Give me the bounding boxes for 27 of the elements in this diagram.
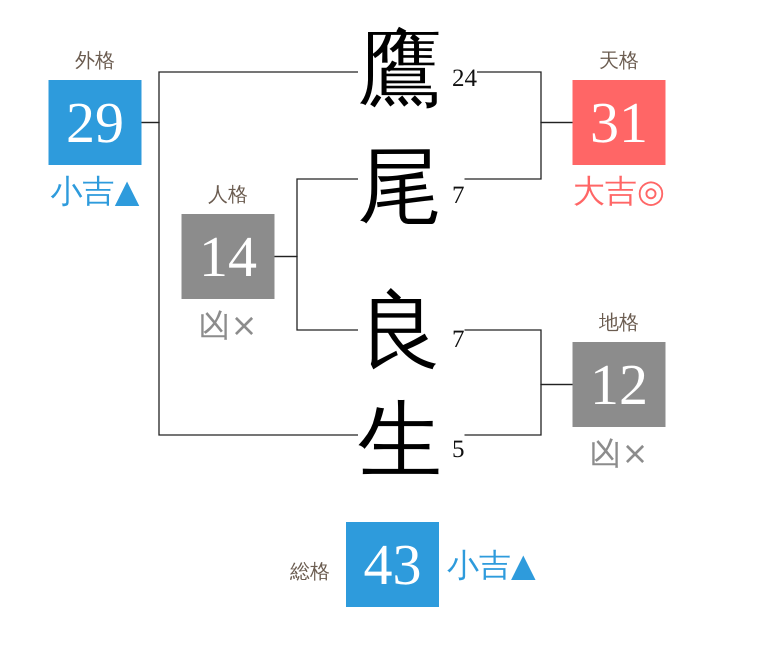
name-character: 尾 xyxy=(358,146,442,230)
connector-line xyxy=(142,122,358,436)
fortune-label: 大吉◎ xyxy=(573,175,665,207)
category-label: 天格 xyxy=(599,50,639,70)
score-box: 43 xyxy=(346,522,439,607)
category-label: 外格 xyxy=(75,50,115,70)
fortune-label: 小吉▲ xyxy=(50,175,140,207)
name-character: 鷹 xyxy=(358,29,442,113)
fortune-label: 凶× xyxy=(198,309,258,341)
connector-line xyxy=(464,384,572,436)
connector-line xyxy=(464,122,572,180)
stroke-count: 5 xyxy=(452,436,464,462)
name-character: 良 xyxy=(358,290,442,374)
score-box: 29 xyxy=(48,80,142,165)
category-label: 人格 xyxy=(208,184,248,204)
name-character: 生 xyxy=(358,400,442,484)
score-box: 31 xyxy=(572,80,666,165)
fortune-label: 凶× xyxy=(590,437,648,469)
fortune-label: 小吉▲ xyxy=(447,548,536,580)
stroke-count: 7 xyxy=(452,326,464,352)
score-box: 14 xyxy=(182,214,274,299)
connector-line xyxy=(274,256,358,331)
stroke-count: 7 xyxy=(452,182,464,208)
score-box: 12 xyxy=(572,342,666,427)
stroke-count: 24 xyxy=(452,66,477,90)
category-label: 地格 xyxy=(599,312,639,332)
category-label: 総格 xyxy=(290,560,330,580)
